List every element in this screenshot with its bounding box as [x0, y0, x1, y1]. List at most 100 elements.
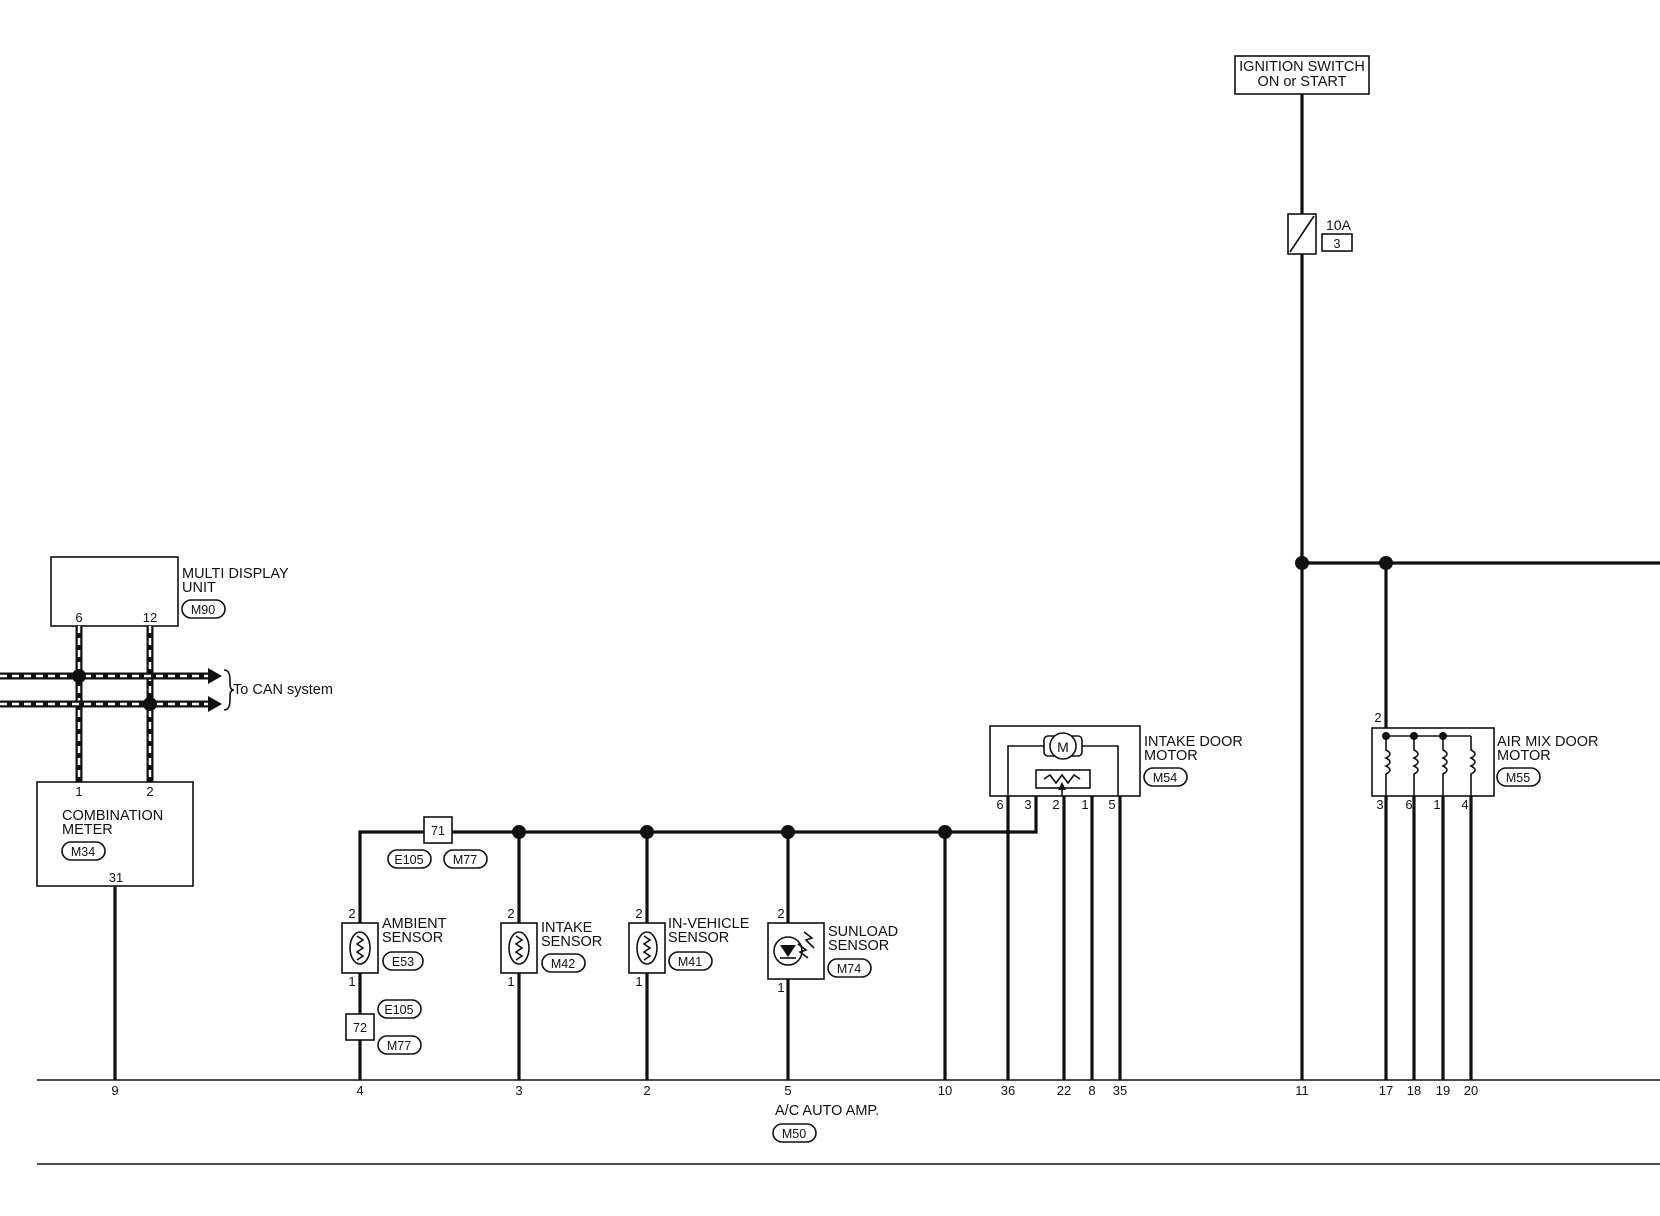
ignition-switch-state: ON or START: [1258, 74, 1347, 90]
pin-label: 36: [1001, 1083, 1015, 1098]
combination-meter-label: COMBINATION: [62, 808, 163, 824]
junction-connector: M77: [453, 853, 477, 867]
intake-sensor-connector: M42: [551, 957, 575, 971]
pin-label: 3: [1024, 797, 1031, 812]
sunload-sensor-connector: M74: [837, 962, 861, 976]
thermistor-icon: [508, 931, 530, 965]
junction-connector: E105: [394, 853, 423, 867]
connector-tag: [61, 841, 106, 861]
ignition-switch-box: [1234, 55, 1370, 95]
can-label: To CAN system: [233, 682, 333, 698]
ac-auto-amp-label: A/C AUTO AMP.: [775, 1103, 879, 1119]
coil-icon: [1469, 736, 1476, 796]
pin-label: 5: [784, 1083, 791, 1098]
thermistor-icon: [636, 931, 658, 965]
fuse-number-box: [1321, 233, 1353, 252]
sunload-sensor-box: [767, 922, 825, 980]
amp-pin-row: 9 4 3 2 5 10 36 22 8 35 11 17 18 19 20: [111, 1083, 1478, 1098]
connector-tag: [377, 1035, 422, 1055]
fuse-rating: 10A: [1326, 217, 1352, 233]
pin-label: 12: [143, 610, 157, 625]
fuse-number: 3: [1334, 237, 1341, 251]
light-arrow-icon: [803, 931, 815, 949]
pin-label: 2: [507, 906, 514, 921]
pin-label: 1: [348, 974, 355, 989]
pin-label: 2: [1052, 797, 1059, 812]
pin-label: 10: [938, 1083, 952, 1098]
combination-meter-connector: M34: [71, 845, 95, 859]
ac-auto-amp-connector: M50: [782, 1127, 806, 1141]
in-vehicle-sensor-connector: M41: [678, 955, 702, 969]
intake-door-motor-label-2: MOTOR: [1144, 748, 1198, 764]
ambient-sensor-connector: E53: [392, 955, 414, 969]
pin-label: 4: [356, 1083, 363, 1098]
pin-label: 3: [515, 1083, 522, 1098]
pin-label: 6: [75, 610, 82, 625]
intake-sensor-label: INTAKE: [541, 920, 593, 936]
pin-label: 22: [1057, 1083, 1071, 1098]
multi-display-label-2: UNIT: [182, 580, 216, 596]
coil-icon: [1412, 736, 1419, 796]
connector-tag: [541, 953, 586, 973]
junction-box: [345, 1013, 375, 1041]
multi-display-unit-box: [50, 556, 179, 627]
ambient-sensor-label: AMBIENT: [382, 916, 447, 932]
pin-label: 9: [111, 1083, 118, 1098]
in-vehicle-sensor-label-2: SENSOR: [668, 930, 729, 946]
junction-box: [423, 816, 453, 844]
in-vehicle-sensor-box: [628, 922, 666, 974]
thermistor-icon: [349, 931, 371, 965]
pin-label: 1: [75, 784, 82, 799]
can-horizontal-wire: [0, 696, 222, 712]
can-brace: [223, 669, 235, 711]
pin-label: 2: [146, 784, 153, 799]
pin-label: 2: [777, 906, 784, 921]
junction-connector: E105: [384, 1003, 413, 1017]
pin-label: 20: [1464, 1083, 1478, 1098]
pin-label: 5: [1108, 797, 1115, 812]
pin-label: 6: [1405, 797, 1412, 812]
pin-label: 31: [109, 870, 123, 885]
connector-tag: [377, 999, 422, 1019]
intake-sensor-box: [500, 922, 538, 974]
pin-label: 11: [1295, 1083, 1309, 1098]
motor-icon: [1049, 732, 1077, 760]
pin-label: 2: [643, 1083, 650, 1098]
pin-label: 1: [507, 974, 514, 989]
connector-tag: [1143, 767, 1188, 787]
air-mix-door-motor-connector: M55: [1506, 771, 1530, 785]
pin-label: 19: [1436, 1083, 1450, 1098]
pin-label: 18: [1407, 1083, 1421, 1098]
junction-number: 72: [353, 1021, 367, 1035]
splice-point: [1295, 556, 1309, 570]
ignition-switch-label: IGNITION SWITCH: [1239, 59, 1365, 75]
sunload-sensor-label-2: SENSOR: [828, 938, 889, 954]
pin-label: 1: [1081, 797, 1088, 812]
pin-label: 1: [635, 974, 642, 989]
intake-door-motor-connector: M54: [1153, 771, 1177, 785]
intake-door-motor-label: INTAKE DOOR: [1144, 734, 1243, 750]
combination-meter-label-2: METER: [62, 822, 113, 838]
pin-label: 8: [1088, 1083, 1095, 1098]
connector-tag: [387, 849, 432, 869]
combination-meter-box: [36, 781, 194, 887]
air-mix-door-motor-box: [1371, 727, 1495, 797]
pin-label: 4: [1461, 797, 1468, 812]
ambient-sensor-label-2: SENSOR: [382, 930, 443, 946]
in-vehicle-sensor-label: IN-VEHICLE: [668, 916, 750, 932]
pin-label: 1: [1433, 797, 1440, 812]
splice-point: [143, 697, 157, 711]
pin-label: 2: [635, 906, 642, 921]
motor-symbol: M: [1057, 739, 1069, 755]
air-mix-door-motor-label: AIR MIX DOOR: [1497, 734, 1599, 750]
connector-tag: [772, 1123, 817, 1143]
connector-tag: [181, 599, 226, 619]
connector-tag: [1496, 767, 1541, 787]
splice-point: [72, 669, 86, 683]
ambient-sensor-box: [341, 922, 379, 974]
pin-label: 6: [996, 797, 1003, 812]
pin-label: 1: [777, 980, 784, 995]
junction-number: 71: [431, 824, 445, 838]
coil-icon: [1441, 736, 1448, 796]
